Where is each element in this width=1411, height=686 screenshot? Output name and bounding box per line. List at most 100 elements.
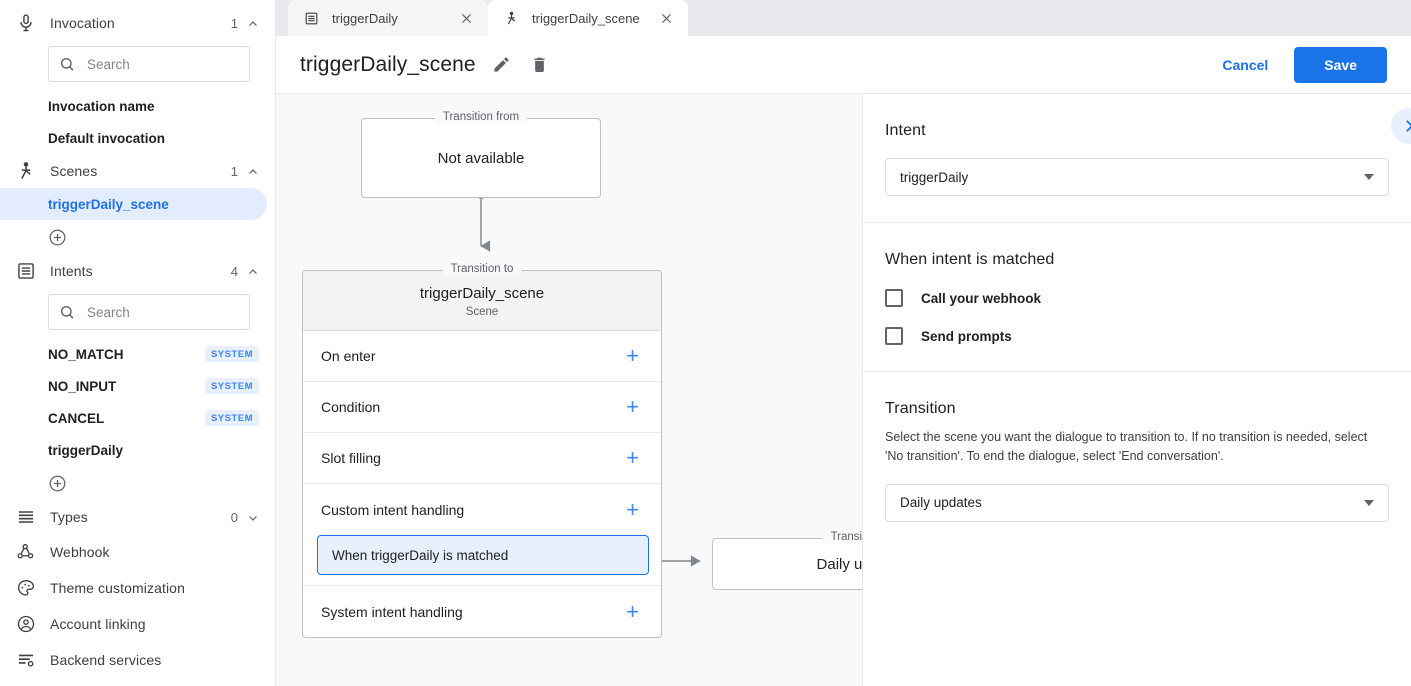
- chevron-down-icon[interactable]: [247, 511, 259, 523]
- scene-icon: [14, 159, 38, 183]
- search-icon: [59, 304, 75, 320]
- chevron-up-icon[interactable]: [247, 17, 259, 29]
- sidebar-group-intents-count: 4: [230, 263, 238, 279]
- add-scene-button[interactable]: [0, 220, 275, 254]
- plus-icon[interactable]: +: [626, 496, 639, 522]
- pencil-icon[interactable]: [492, 55, 512, 75]
- sidebar-group-scenes-label: Scenes: [50, 163, 98, 179]
- transition-select[interactable]: Daily updates: [885, 483, 1389, 522]
- sidebar-item-label: Default invocation: [48, 130, 166, 146]
- invocation-search-input[interactable]: Search: [48, 46, 250, 82]
- status-badge: SYSTEM: [204, 346, 259, 362]
- when-intent-matched-section: When intent is matched Call your webhook…: [863, 223, 1411, 372]
- add-intent-button[interactable]: [0, 466, 275, 500]
- transition-select-value: Daily updates: [900, 495, 982, 510]
- transition-from-node[interactable]: Transition from Not available: [361, 111, 601, 198]
- sidebar-group-intents-label: Intents: [50, 263, 93, 279]
- checkbox-label: Call your webhook: [921, 290, 1042, 306]
- sidebar-item-label: Webhook: [50, 544, 110, 560]
- when-intent-matched-title: When intent is matched: [885, 251, 1055, 268]
- search-icon: [59, 56, 75, 72]
- scene-row-custom-intent-handling[interactable]: Custom intent handling +: [303, 484, 661, 535]
- details-panel: Intent triggerDaily When intent is match…: [862, 94, 1411, 686]
- sidebar-item-webhook[interactable]: Webhook: [0, 534, 275, 570]
- checkbox-row-call-your-webhook[interactable]: Call your webhook: [885, 289, 1389, 307]
- plus-icon[interactable]: +: [626, 598, 639, 624]
- chevron-up-icon[interactable]: [247, 165, 259, 177]
- scene-icon: [504, 10, 520, 26]
- plus-icon[interactable]: +: [626, 343, 639, 368]
- sidebar-group-invocation[interactable]: Invocation 1: [0, 6, 275, 40]
- sidebar-group-types-count: 0: [230, 509, 238, 525]
- intent-select[interactable]: triggerDaily: [885, 158, 1389, 196]
- scene-graph-canvas[interactable]: Transition from Not available Transition…: [276, 94, 862, 686]
- left-sidebar: Invocation 1 Search Invocation name Defa…: [0, 0, 276, 686]
- checkbox-row-send-prompts[interactable]: Send prompts: [885, 327, 1389, 345]
- chevron-right-icon[interactable]: [1391, 108, 1411, 144]
- scene-row-system-intent-handling[interactable]: System intent handling +: [303, 586, 661, 637]
- status-badge: SYSTEM: [204, 378, 259, 394]
- sidebar-item-default-invocation[interactable]: Default invocation: [0, 122, 275, 154]
- plus-icon[interactable]: +: [626, 445, 639, 470]
- scene-node-subtitle: Scene: [465, 306, 499, 318]
- sidebar-item-label: CANCEL: [48, 410, 105, 426]
- sidebar-item-cancel[interactable]: CANCEL SYSTEM: [0, 402, 275, 434]
- intents-icon: [304, 10, 320, 26]
- tab-triggerdaily-scene[interactable]: triggerDaily_scene: [488, 0, 688, 36]
- cancel-button[interactable]: Cancel: [1208, 48, 1282, 82]
- sidebar-group-scenes[interactable]: Scenes 1: [0, 154, 275, 188]
- checkbox-label: Send prompts: [921, 328, 1012, 344]
- sidebar-item-label: triggerDaily: [48, 442, 124, 458]
- scene-row-label: Condition: [321, 399, 381, 415]
- sidebar-item-invocation-name[interactable]: Invocation name: [0, 90, 275, 122]
- save-button[interactable]: Save: [1294, 46, 1387, 83]
- transition-target-value: Daily updates: [816, 555, 862, 573]
- scene-row-slot-filling[interactable]: Slot filling +: [303, 433, 661, 484]
- scene-row-label: Slot filling: [321, 450, 381, 466]
- intent-handler-chip[interactable]: When triggerDaily is matched: [317, 535, 649, 575]
- call-webhook-checkbox[interactable]: [885, 289, 903, 307]
- close-icon[interactable]: [659, 11, 674, 26]
- intent-select-value: triggerDaily: [900, 169, 969, 185]
- sidebar-group-invocation-count: 1: [230, 15, 238, 31]
- sidebar-item-triggerdaily-scene[interactable]: triggerDaily_scene: [0, 188, 267, 220]
- sidebar-group-types[interactable]: Types 0: [0, 500, 275, 534]
- scene-row-condition[interactable]: Condition +: [303, 382, 661, 433]
- sidebar-item-no-match[interactable]: NO_MATCH SYSTEM: [0, 338, 275, 370]
- transition-section: Transition Select the scene you want the…: [863, 372, 1411, 548]
- chevron-up-icon[interactable]: [247, 265, 259, 277]
- plus-icon[interactable]: +: [626, 394, 639, 419]
- intent-section-title: Intent: [885, 122, 926, 139]
- palette-icon: [14, 576, 38, 600]
- sidebar-item-label: Invocation name: [48, 98, 155, 114]
- microphone-icon: [14, 11, 38, 35]
- send-prompts-checkbox[interactable]: [885, 327, 903, 345]
- scene-row-on-enter[interactable]: On enter +: [303, 331, 661, 382]
- intents-search-input[interactable]: Search: [48, 294, 250, 330]
- sidebar-item-label: Account linking: [50, 616, 146, 632]
- sidebar-item-no-input[interactable]: NO_INPUT SYSTEM: [0, 370, 275, 402]
- custom-intent-handler-wrap: When triggerDaily is matched: [303, 535, 661, 586]
- sidebar-item-account-linking[interactable]: Account linking: [0, 606, 275, 642]
- transition-from-legend: Transition from: [434, 111, 528, 123]
- sidebar-item-theme-customization[interactable]: Theme customization: [0, 570, 275, 606]
- transition-section-title: Transition: [885, 400, 956, 417]
- sidebar-group-intents[interactable]: Intents 4: [0, 254, 275, 288]
- transition-target-legend: Transition to: [822, 531, 862, 543]
- scene-node[interactable]: Transition to triggerDaily_scene Scene O…: [302, 263, 662, 638]
- add-circle-icon: [48, 228, 67, 247]
- transition-target-node[interactable]: Transition to Daily updates: [712, 531, 862, 590]
- close-icon[interactable]: [459, 11, 474, 26]
- account-circle-icon: [14, 612, 38, 636]
- page-title: triggerDaily_scene: [300, 52, 476, 76]
- sidebar-group-scenes-count: 1: [230, 163, 238, 179]
- sidebar-item-triggerdaily[interactable]: triggerDaily: [0, 434, 275, 466]
- intents-search-placeholder: Search: [87, 304, 130, 320]
- sidebar-item-label: NO_MATCH: [48, 346, 124, 362]
- sidebar-item-label: triggerDaily_scene: [48, 196, 169, 212]
- trash-icon[interactable]: [530, 55, 550, 75]
- sidebar-item-label: NO_INPUT: [48, 378, 117, 394]
- sidebar-item-backend-services[interactable]: Backend services: [0, 642, 275, 678]
- tab-triggerdaily[interactable]: triggerDaily: [288, 0, 488, 36]
- tab-strip: triggerDaily triggerDaily_scene: [276, 0, 1411, 36]
